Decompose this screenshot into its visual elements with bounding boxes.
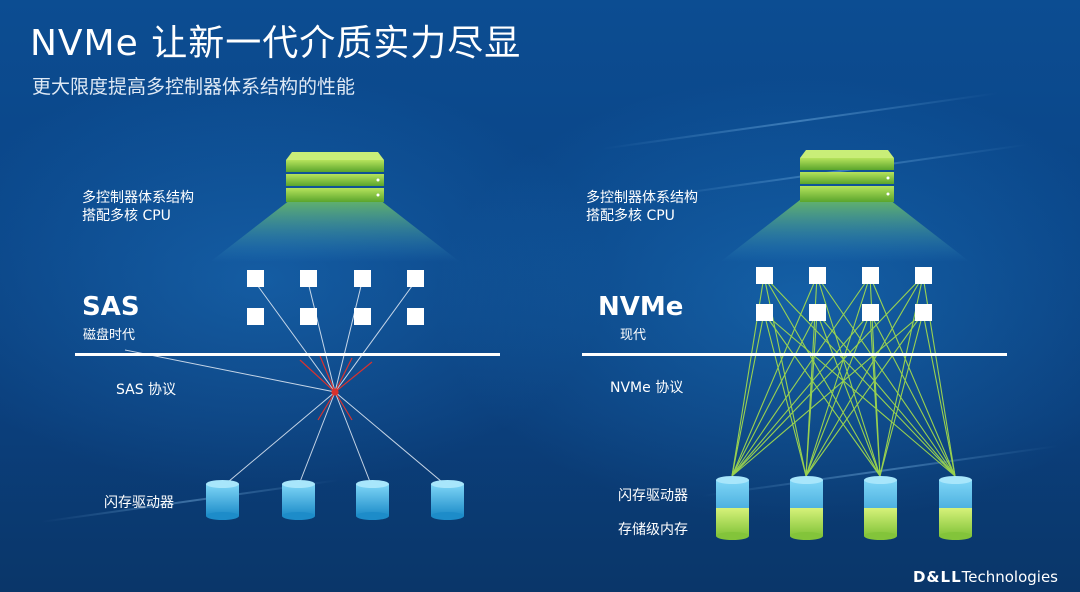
logo-suffix: Technologies [961,568,1058,586]
nvme-link [879,312,924,477]
page-title: NVMe 让新一代介质实力尽显 [30,23,522,64]
nvme-links [731,275,956,477]
nvme-link [731,275,871,477]
nvme-heading: NVMe [598,292,684,322]
sas-protocol-label: SAS 协议 [116,382,177,398]
nvme-link [763,275,881,477]
nvme-link [816,312,956,477]
right-cpu-label: 搭配多核 CPU [586,208,675,224]
nvme-link [805,275,924,477]
right-controllers [756,267,932,321]
left-beam [210,200,460,262]
nvme-link [763,312,807,477]
dell-technologies-logo: D&LLTechnologies [913,568,1058,586]
left-divider [75,353,500,356]
nvme-link [731,275,818,477]
right-beam [720,200,970,262]
scm-label: 存储级内存 [618,522,688,538]
nvme-link [731,312,871,477]
left-drives [206,480,464,520]
sas-links [124,281,449,488]
nvme-era-label: 现代 [620,328,647,343]
right-drives [716,476,972,540]
nvme-link [869,312,881,477]
right-drives-label: 闪存驱动器 [618,488,688,504]
nvme-link [805,312,924,477]
nvme-link [731,312,924,477]
left-cpu-label: 搭配多核 CPU [82,208,171,224]
nvme-link [731,312,818,477]
nvme-link [869,312,956,477]
nvme-link [731,312,765,477]
nvme-link [805,312,871,477]
right-server-icon [800,150,894,202]
nvme-link [731,275,924,477]
page-subtitle: 更大限度提高多控制器体系结构的性能 [32,76,356,98]
nvme-link [763,275,956,477]
nvme-link [869,275,956,477]
sas-era-label: 磁盘时代 [83,328,136,343]
nvme-link [763,312,956,477]
left-controllers [247,270,424,325]
nvme-link [805,312,818,477]
left-drives-label: 闪存驱动器 [104,495,174,511]
sas-heading: SAS [82,292,140,322]
left-server-icon [286,152,384,202]
right-divider [582,353,1007,356]
nvme-link [816,275,956,477]
right-arch-label: 多控制器体系结构 [586,190,698,206]
nvme-link [922,312,956,477]
nvme-link [763,312,881,477]
nvme-link [816,312,881,477]
logo-brand: D&LL [912,568,962,586]
sas-bottleneck [299,355,373,421]
left-arch-label: 多控制器体系结构 [82,190,194,206]
nvme-protocol-label: NVMe 协议 [610,380,684,396]
